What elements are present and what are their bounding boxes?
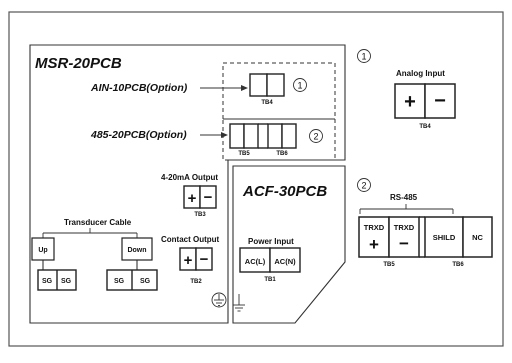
shild-terminal (424, 216, 464, 258)
ain-option-label: AIN-10PCB(Option) (90, 82, 188, 94)
trxd-minus-sign: − (399, 234, 409, 253)
detail-callout-2-circle (357, 178, 371, 192)
acl-label: AC(L) (245, 257, 266, 266)
tb4-terminal-left (249, 73, 268, 97)
tb4-terminal-right (266, 73, 285, 97)
output-4-20-title: 4-20mA Output (161, 173, 218, 182)
tb3-plus-sign: + (188, 190, 197, 207)
tb6-label-main: TB6 (276, 151, 288, 157)
detail-callout-2-number: 2 (361, 181, 366, 191)
tb2-label: TB2 (190, 279, 202, 285)
down-g-label: SG (140, 278, 151, 285)
rs485-option-box (222, 118, 336, 161)
rs485-option-label: 485-20PCB(Option) (90, 129, 187, 141)
down-s-label: SG (114, 278, 125, 285)
callout-1-number: 1 (297, 81, 302, 91)
transducer-title: Transducer Cable (64, 218, 132, 227)
power-input-title: Power Input (248, 237, 294, 246)
detail-callout-1-number: 1 (361, 52, 366, 62)
rs485-tb5-label: TB5 (383, 262, 395, 268)
analog-tb4-label: TB4 (419, 124, 431, 130)
trxd-plus-terminal (358, 216, 390, 258)
analog-plus-terminal (394, 83, 426, 119)
trxd-plus-label: TRXD (364, 223, 385, 232)
analog-minus-terminal (424, 83, 456, 119)
acl-terminal (239, 247, 271, 273)
tb6-terminal-2 (281, 123, 297, 149)
shild-label: SHILD (433, 233, 456, 242)
acn-terminal (269, 247, 301, 273)
msr-board-title: MSR-20PCB (35, 55, 122, 72)
tb2-plus-sign: + (184, 252, 193, 269)
acf-board-title: ACF-30PCB (242, 183, 327, 200)
nc-terminal (462, 216, 493, 258)
nc-label: NC (472, 233, 483, 242)
tb3-minus-sign: − (204, 189, 213, 206)
tb5-terminal-1 (229, 123, 245, 149)
tb2-minus-terminal (195, 247, 213, 271)
trxd-minus-terminal (388, 216, 420, 258)
acn-label: AC(N) (274, 257, 296, 266)
tb4-label: TB4 (261, 100, 273, 106)
tb5-terminal-2 (243, 123, 259, 149)
ground-icon (211, 292, 227, 308)
detail-callout-1-circle (357, 49, 371, 63)
tb1-label: TB1 (264, 277, 276, 283)
tb5-label-main: TB5 (238, 151, 250, 157)
analog-input-title: Analog Input (396, 69, 445, 78)
tb3-minus-terminal (199, 185, 217, 209)
down-label: Down (127, 247, 146, 254)
tb6-terminal-1 (267, 123, 283, 149)
up-label: Up (38, 247, 47, 254)
up-g-label: SG (61, 278, 72, 285)
trxd-minus-label: TRXD (394, 223, 415, 232)
ground-icon (233, 294, 245, 312)
contact-output-title: Contact Output (161, 235, 220, 244)
up-s-label: SG (42, 278, 53, 285)
acf-board-outline (232, 165, 346, 324)
ain-option-arrowhead (241, 85, 248, 91)
rs485-tb6-label: TB6 (452, 262, 464, 268)
analog-minus-sign: − (434, 90, 446, 112)
callout-2-circle (309, 129, 323, 143)
callout-2-number: 2 (313, 132, 318, 142)
rs485-title: RS-485 (390, 193, 418, 202)
trxd-plus-sign: + (369, 235, 379, 254)
callout-1-circle (293, 78, 307, 92)
analog-plus-sign: + (404, 91, 416, 113)
tb2-minus-sign: − (200, 251, 209, 268)
rs485-option-arrowhead (221, 132, 228, 138)
outer-frame (8, 11, 504, 347)
tb3-label: TB3 (194, 212, 206, 218)
